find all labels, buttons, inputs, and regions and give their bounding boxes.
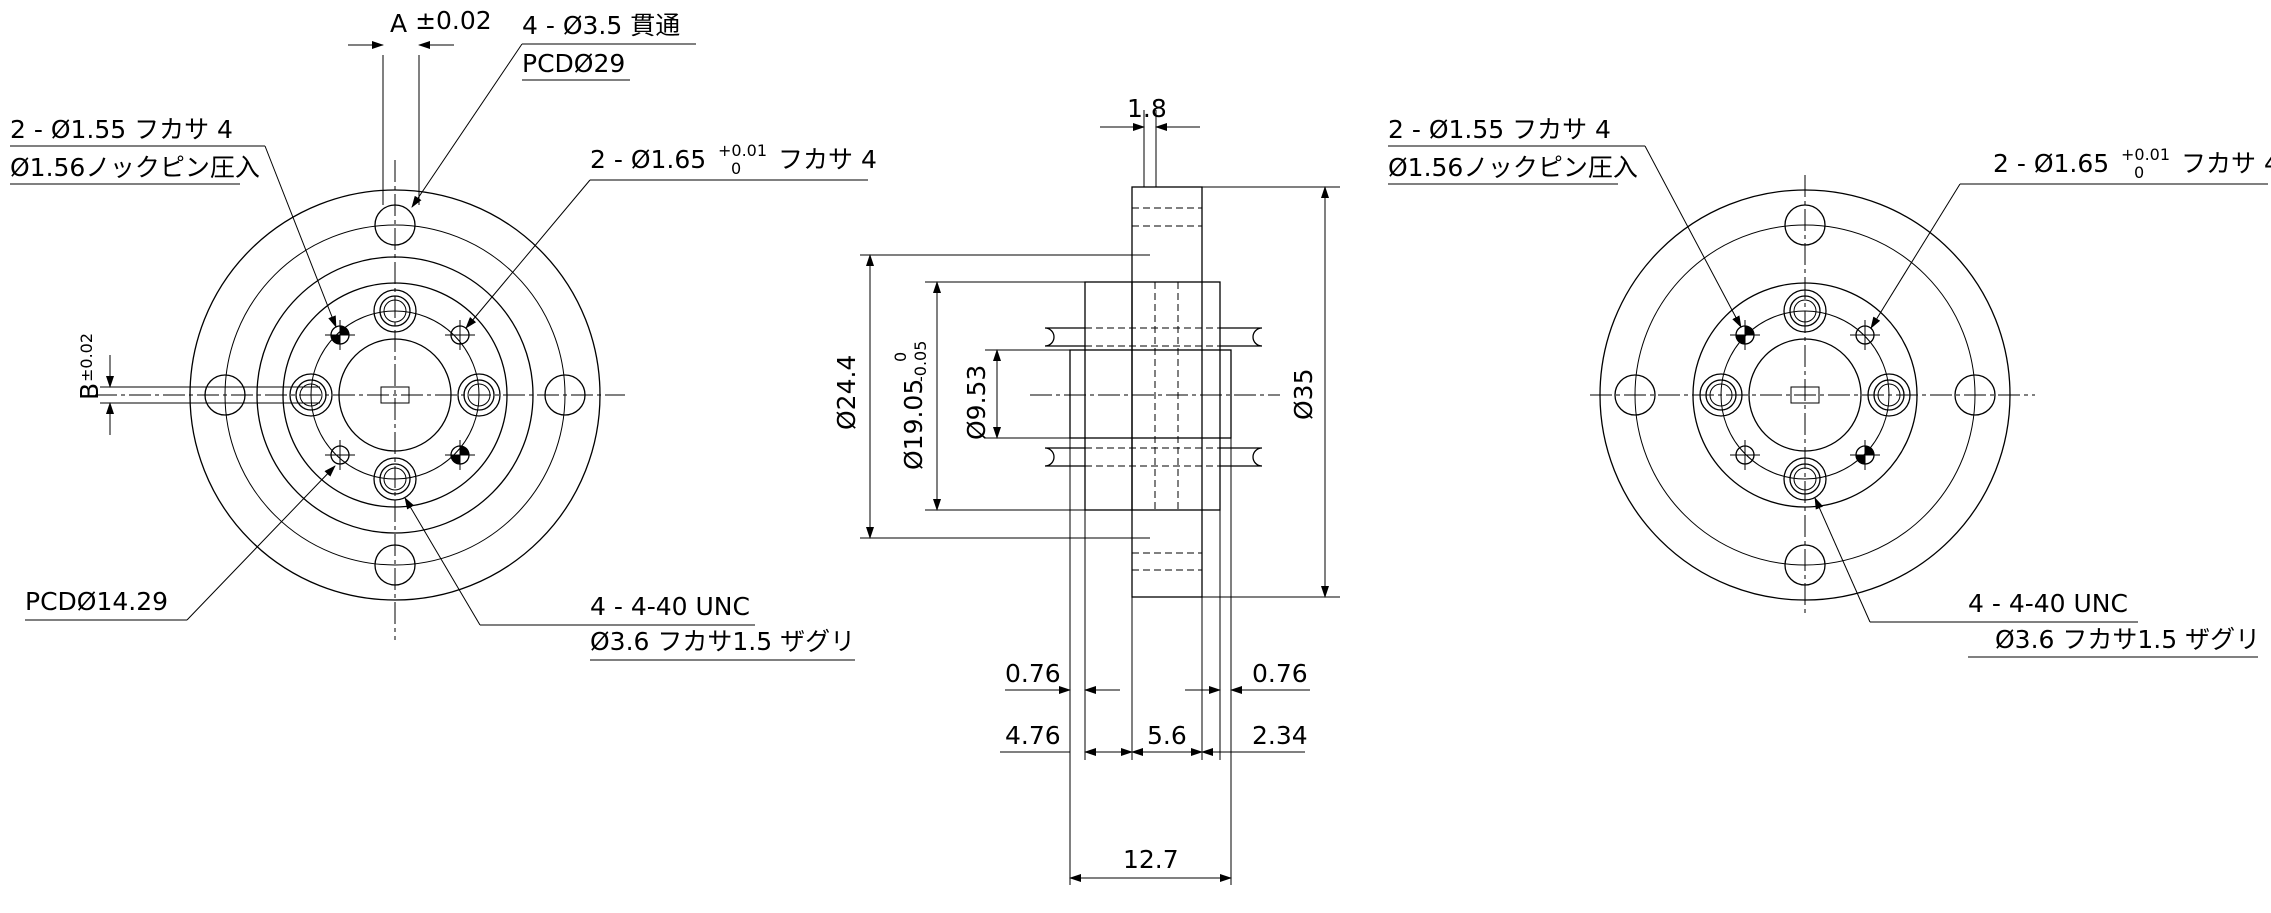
r-tapped-line2: Ø3.6 フカサ1.5 ザグリ [1995,625,2260,654]
dim-476: 4.76 [1005,721,1061,750]
thru-hole-bottom [374,544,416,586]
label-b: B [75,383,104,400]
hub-body [1084,281,1221,511]
pcd-small-label: PCDØ14.29 [25,587,168,616]
r-pin-a-line2: Ø1.56ノックピン圧入 [1388,153,1638,182]
tapped-line1: 4 - 4-40 UNC [590,592,750,621]
pin-b-tol-upper: +0.01 [718,141,767,160]
thru-hole-right [544,374,586,416]
dowel-pin-holes [325,320,475,470]
dim-dia-19-tol-upper: 0 [891,352,910,362]
r-tapped-holes [1699,289,1911,501]
dim-076-right: 0.76 [1252,659,1308,688]
open-pin-holes [325,320,475,470]
r-dowel-pin-holes [1730,320,1880,470]
thru-hole-top [374,204,416,246]
r-pin-b-depth: フカサ 4 [2181,149,2271,178]
pins [1044,327,1263,467]
r-pin-b-tol-upper: +0.01 [2121,145,2170,164]
left-front-view: A ±0.02 4 - Ø3.5 貫通 PCDØ29 2 - Ø1.55 フカサ… [10,6,877,661]
r-pin-a-line1: 2 - Ø1.55 フカサ 4 [1388,115,1611,144]
r-tapped-line1: 4 - 4-40 UNC [1968,589,2128,618]
dim-56: 5.6 [1147,721,1187,750]
right-front-view: 2 - Ø1.55 フカサ 4 Ø1.56ノックピン圧入 2 - Ø1.65 +… [1388,115,2271,658]
dim-076-left: 0.76 [1005,659,1061,688]
dim-234: 2.34 [1252,721,1308,750]
dim-dia-35: Ø35 [1289,369,1318,421]
dim-127: 12.7 [1123,845,1179,874]
pin-b-depth: フカサ 4 [778,145,877,174]
label-b-tol: ±0.02 [77,333,96,382]
dim-dia-24: Ø24.4 [832,355,861,430]
thru-hole-left [204,374,246,416]
flange-body [1131,186,1203,598]
side-view: 1.8 Ø24.4 Ø19.05 0 -0.05 Ø9.53 Ø35 [832,94,1340,885]
pin-a-line1: 2 - Ø1.55 フカサ 4 [10,115,233,144]
hidden-lines [1085,207,1220,571]
pin-b-label: 2 - Ø1.65 [590,145,706,174]
dim-dia-19: Ø19.05 [899,379,928,470]
thru-hole-line2: PCDØ29 [522,49,625,78]
r-pin-b-tol-lower: 0 [2134,163,2144,182]
dim-dia-9: Ø9.53 [962,365,991,440]
tapped-line2: Ø3.6 フカサ1.5 ザグリ [590,627,855,656]
small-step [1069,349,1232,439]
tapped-holes [289,289,501,501]
thru-hole-line1: 4 - Ø3.5 貫通 [522,11,680,40]
dim-1-8: 1.8 [1127,94,1167,123]
label-a: A ±0.02 [390,6,492,38]
r-open-pin-holes [1730,320,1880,470]
pin-b-tol-lower: 0 [731,159,741,178]
pin-a-line2: Ø1.56ノックピン圧入 [10,153,260,182]
dim-dia-19-tol-lower: -0.05 [911,341,930,382]
r-pin-b-label: 2 - Ø1.65 [1993,149,2109,178]
